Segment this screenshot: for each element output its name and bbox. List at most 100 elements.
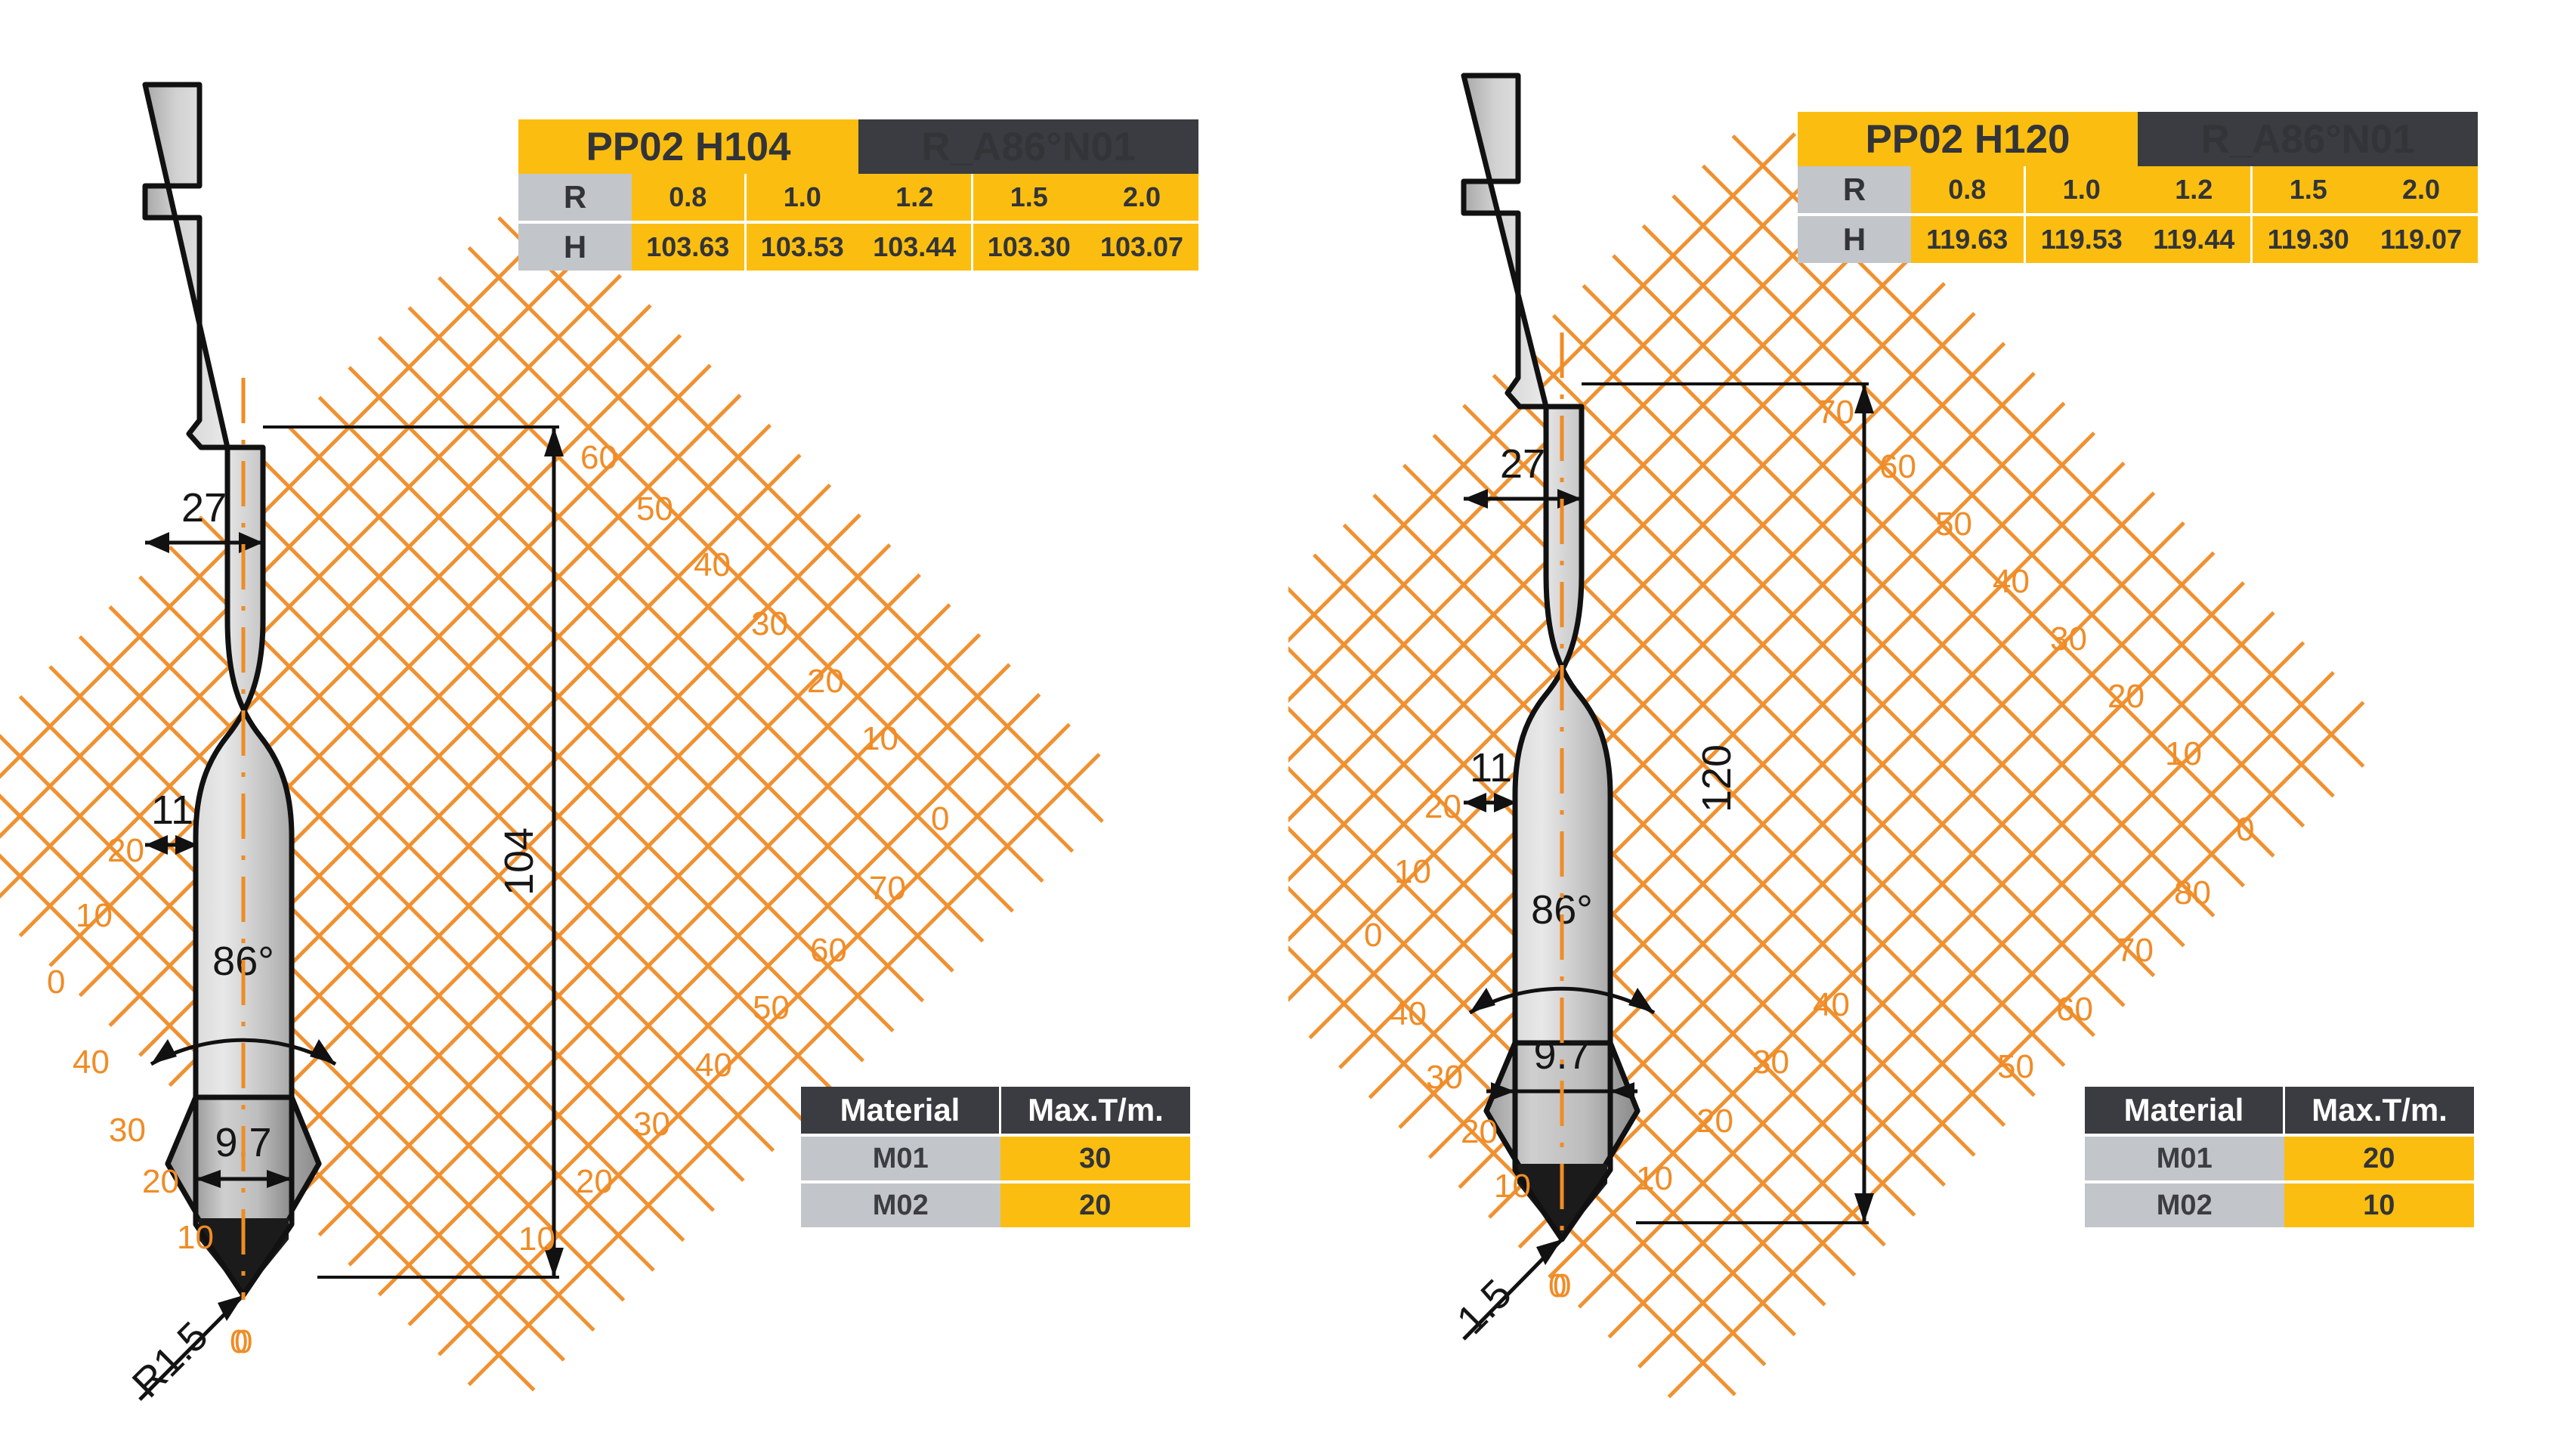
spec-cell-h-2: 103.44 [858,221,972,271]
spec-cell-r-1: 1.0 [2023,166,2138,215]
spec-title: PP02 H120 [1798,112,2138,166]
spec-cell-h-1: 103.53 [744,221,858,271]
dimension-radius-h120: 1.5 [1449,1238,1563,1344]
dimension-radius-h104: R1.5 [124,1294,245,1406]
material-table-h104: Material Max.T/m. M01 30 M02 20 [801,1087,1190,1227]
material-header-row: Material Max.T/m. [2085,1087,2474,1135]
scale-grid-h104 [0,214,1104,1392]
grid-label: 10 [1394,853,1431,890]
grid-labels-upper-left-h120: 20 10 0 [1364,788,1461,954]
material-cell-name-0: M01 [801,1134,1000,1182]
dim-r1-5-label: R1.5 [124,1313,217,1406]
grid-label: 0 [230,1323,248,1360]
spec-title-row: PP02 H104 R_A86°N01 [518,119,1198,174]
spec-cell-h-3: 103.30 [970,221,1085,271]
punch-panel-h120: 27 11 120 8 [1288,0,2576,1451]
spec-cell-r-2: 1.2 [858,174,972,222]
grid-label: 20 [142,1163,179,1200]
grid-label: 50 [1997,1048,2034,1085]
spec-row-header-h: H [518,221,632,271]
dim-104-label: 104 [496,828,542,896]
spec-cell-r-1: 1.0 [744,174,858,222]
grid-label: 60 [810,932,847,969]
material-cell-max-0: 30 [1000,1134,1190,1182]
spec-cell-h-3: 119.30 [2250,213,2364,263]
spec-cell-r-0: 0.8 [1911,166,2024,215]
grid-label: 20 [2107,678,2145,715]
material-header-max: Max.T/m. [2283,1087,2474,1135]
dim-11-label: 11 [151,787,193,833]
dimension-top-width-h104: 27 [145,485,263,553]
material-header-row: Material Max.T/m. [801,1087,1190,1135]
dimension-height-h104: 104 [263,425,564,1279]
grid-label: 70 [1817,394,1854,431]
material-cell-max-1: 10 [2284,1180,2474,1227]
grid-label: 0 [1553,1267,1571,1304]
grid-labels-upper-right-h120: 70 60 50 40 30 20 10 0 [1817,394,2254,848]
grid-label: 50 [636,490,673,527]
material-row: M01 30 [801,1134,1190,1182]
grid-labels-lower-right-h120: 80 70 60 50 40 30 20 10 0 [1553,874,2211,1304]
grid-label: 40 [73,1044,110,1081]
grid-label: 20 [1461,1113,1498,1150]
grid-labels-upper-left-h104: 20 10 0 [47,832,144,1001]
dimension-height-h120: 120 [1582,382,1874,1224]
grid-label: 20 [576,1163,613,1200]
grid-label: 30 [751,605,788,642]
material-table-h120: Material Max.T/m. M01 20 M02 10 [2085,1087,2474,1227]
material-header-material: Material [801,1087,1000,1135]
spec-row-h: H 119.63 119.53 119.44 119.30 119.07 [1798,213,2478,263]
spec-cell-r-2: 1.2 [2138,166,2251,215]
grid-label: 40 [1993,563,2030,600]
grid-label: 20 [807,663,844,700]
spec-row-header-r: R [1798,166,1911,215]
grid-labels-lower-right-h104: 70 60 50 40 30 20 10 0 [234,870,906,1360]
spec-cell-h-4: 103.07 [1085,221,1198,271]
punch-drawing-h104: 27 11 104 8 [0,82,1104,1406]
spec-title: PP02 H104 [518,119,858,174]
material-row: M01 20 [2085,1134,2474,1182]
spec-cell-h-2: 119.44 [2138,213,2251,263]
grid-label: 60 [1879,448,1916,485]
spec-cell-r-4: 2.0 [1085,174,1198,222]
grid-label: 40 [1390,995,1427,1032]
material-header-material: Material [2085,1087,2284,1135]
grid-label: 30 [109,1112,146,1149]
spec-cell-h-0: 119.63 [1911,213,2024,263]
grid-labels-lower-left-h104: 40 30 20 10 0 [73,1044,248,1360]
grid-label: 0 [47,964,65,1001]
spec-row-r: R 0.8 1.0 1.2 1.5 2.0 [518,174,1198,222]
grid-label: 50 [753,989,790,1026]
material-row: M02 20 [801,1180,1190,1227]
grid-labels-upper-right-h104: 60 50 40 30 20 10 0 [580,439,949,837]
spec-code: R_A86°N01 [858,119,1198,174]
material-cell-name-1: M02 [2085,1180,2284,1227]
spec-row-header-r: R [518,174,632,222]
grid-label: 80 [2174,874,2211,911]
grid-label: 30 [1426,1059,1463,1096]
spec-cell-r-3: 1.5 [970,174,1085,222]
grid-label: 0 [234,1323,252,1360]
grid-label: 20 [1424,788,1461,825]
spec-cell-r-3: 1.5 [2250,166,2364,215]
grid-label: 50 [1935,506,1972,543]
dim-27-label: 27 [1500,441,1545,487]
punch-panel-h104: 27 11 104 8 [0,82,1198,1406]
material-cell-name-0: M01 [2085,1134,2284,1182]
spec-row-r: R 0.8 1.0 1.2 1.5 2.0 [1798,166,2478,215]
material-row: M02 10 [2085,1180,2474,1227]
dimension-shank-width-h120: 11 [1464,745,1517,812]
grid-label: 10 [76,897,113,934]
grid-label: 10 [177,1219,214,1256]
grid-label: 0 [1548,1267,1566,1304]
dim-11-label: 11 [1470,745,1512,790]
grid-label: 70 [869,870,906,907]
grid-label: 30 [2050,620,2087,657]
dim-1-5-label: 1.5 [1449,1271,1521,1344]
grid-label: 30 [1752,1044,1789,1081]
grid-label: 40 [1813,986,1850,1023]
grid-label: 70 [2117,932,2154,969]
grid-labels-lower-left-h120: 40 30 20 10 0 [1390,995,1566,1304]
grid-label: 10 [2165,735,2202,772]
spec-table-h120: PP02 H120 R_A86°N01 R 0.8 1.0 1.2 1.5 2.… [1798,112,2478,263]
